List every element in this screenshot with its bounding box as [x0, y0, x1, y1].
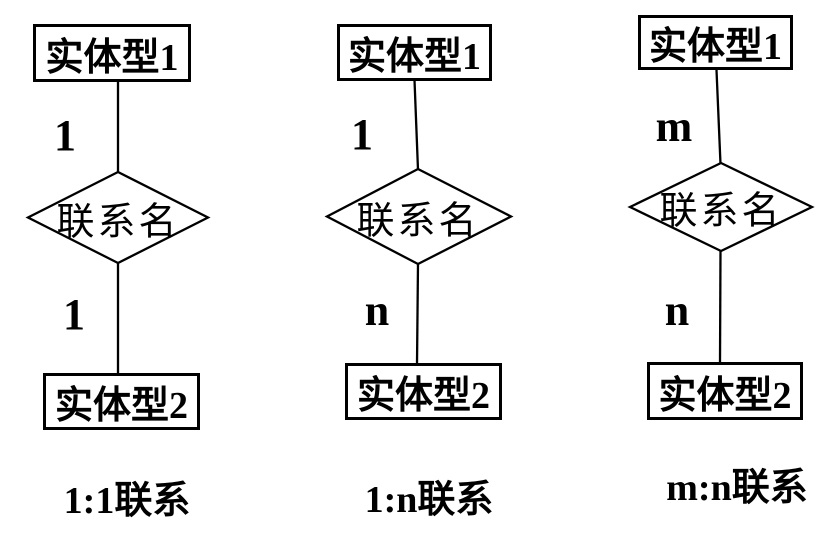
cardinality-label-bottom-3: n	[664, 286, 690, 335]
connector-line	[718, 249, 722, 364]
entity-label: 实体型2	[356, 375, 490, 417]
cardinality-label-top-1: 1	[54, 111, 76, 160]
cardinality-label-top-3: m	[655, 102, 693, 151]
relationship-diamond	[25, 170, 211, 265]
relationship-label-3: 联系名	[659, 190, 783, 233]
relationship-label-2: 联系名	[356, 200, 480, 243]
entity-label: 实体型1	[347, 36, 481, 78]
entity-label: 实体型1	[45, 36, 179, 79]
connector-line	[715, 69, 722, 165]
connector-line	[415, 262, 420, 365]
cardinality-label-bottom-1: 1	[63, 290, 85, 339]
relationship-diamond	[324, 167, 514, 266]
entity-box-top-3: 实体型1	[638, 15, 793, 70]
entity-box-top-1: 实体型1	[33, 24, 191, 82]
entity-box-top-2: 实体型1	[337, 24, 492, 81]
relationship-label-1: 联系名	[56, 201, 180, 244]
entity-label: 实体型2	[54, 385, 188, 427]
entity-box-bottom-2: 实体型2	[345, 363, 502, 420]
entity-box-bottom-1: 实体型2	[43, 373, 200, 430]
relationship-diamond	[627, 161, 815, 253]
entity-box-bottom-3: 实体型2	[647, 362, 803, 420]
entity-label: 实体型1	[648, 26, 782, 68]
diagram-caption-2: 1:n联系	[364, 479, 494, 521]
cardinality-label-bottom-2: n	[364, 286, 390, 335]
diagram-caption-1: 1:1联系	[63, 480, 191, 522]
connector-line	[413, 79, 420, 171]
diagram-caption-3: m:n联系	[666, 467, 808, 509]
cardinality-label-top-2: 1	[351, 110, 373, 159]
entity-label: 实体型2	[658, 374, 792, 417]
